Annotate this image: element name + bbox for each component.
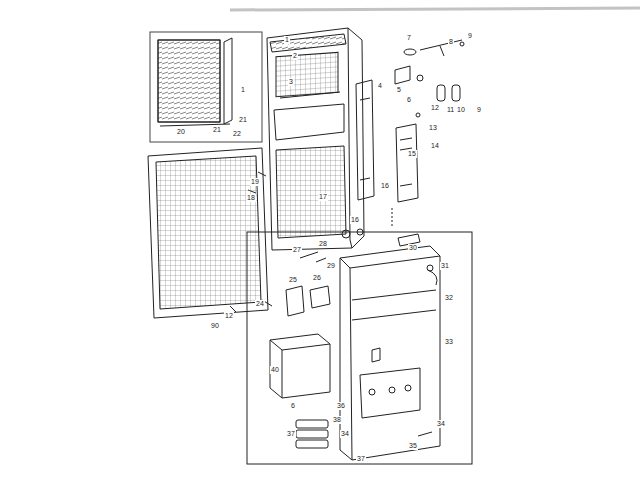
callout-number: 21 — [212, 126, 222, 134]
callout-number: 18 — [246, 194, 256, 202]
callout-number: 4 — [377, 82, 383, 90]
callout-number: 6 — [290, 402, 296, 410]
callout-number: 32 — [444, 294, 454, 302]
callout-number: 12 — [430, 104, 440, 112]
callout-number: 40 — [270, 366, 280, 374]
callout-number: 7 — [406, 34, 412, 42]
callout-number: 16 — [380, 182, 390, 190]
callout-number: 37 — [356, 455, 366, 463]
callout-number: 35 — [408, 442, 418, 450]
callout-number: 22 — [232, 130, 242, 138]
callout-number: 5 — [396, 86, 402, 94]
callout-number: 14 — [430, 142, 440, 150]
callout-number: 8 — [448, 38, 454, 46]
callout-number: 11 — [446, 106, 455, 114]
callout-number: 12 — [224, 312, 234, 320]
callout-number: 36 — [336, 402, 346, 410]
callout-number: 26 — [312, 274, 322, 282]
callout-number: 17 — [318, 193, 328, 201]
callout-number: 1 — [240, 86, 246, 94]
callout-number: 19 — [250, 178, 260, 186]
callout-number: 29 — [326, 262, 336, 270]
callout-number: 33 — [444, 338, 454, 346]
callout-number: 10 — [456, 106, 466, 114]
callout-number: 15 — [407, 150, 417, 158]
callout-number: 2 — [292, 52, 298, 60]
callout-number: 90 — [210, 322, 220, 330]
callout-number: 9 — [467, 32, 473, 40]
callout-number: 38 — [332, 416, 342, 424]
callout-number: 37 — [286, 430, 296, 438]
callout-number: 27 — [292, 246, 302, 254]
callout-number: 20 — [176, 128, 186, 136]
callout-number: 1 — [284, 36, 290, 44]
callout-number: 21 — [238, 116, 248, 124]
callout-number: 16 — [350, 216, 360, 224]
callout-number: 34 — [340, 430, 350, 438]
callout-number: 30 — [408, 244, 418, 252]
callout-number: 34 — [436, 420, 446, 428]
callout-number: 24 — [255, 300, 265, 308]
callout-number: 3 — [288, 78, 294, 86]
callout-number: 28 — [318, 240, 328, 248]
callout-number: 6 — [406, 96, 412, 104]
callout-number: 13 — [428, 124, 438, 132]
callout-number: 9 — [476, 106, 482, 114]
callout-number: 31 — [440, 262, 450, 270]
callout-number: 25 — [288, 276, 298, 284]
